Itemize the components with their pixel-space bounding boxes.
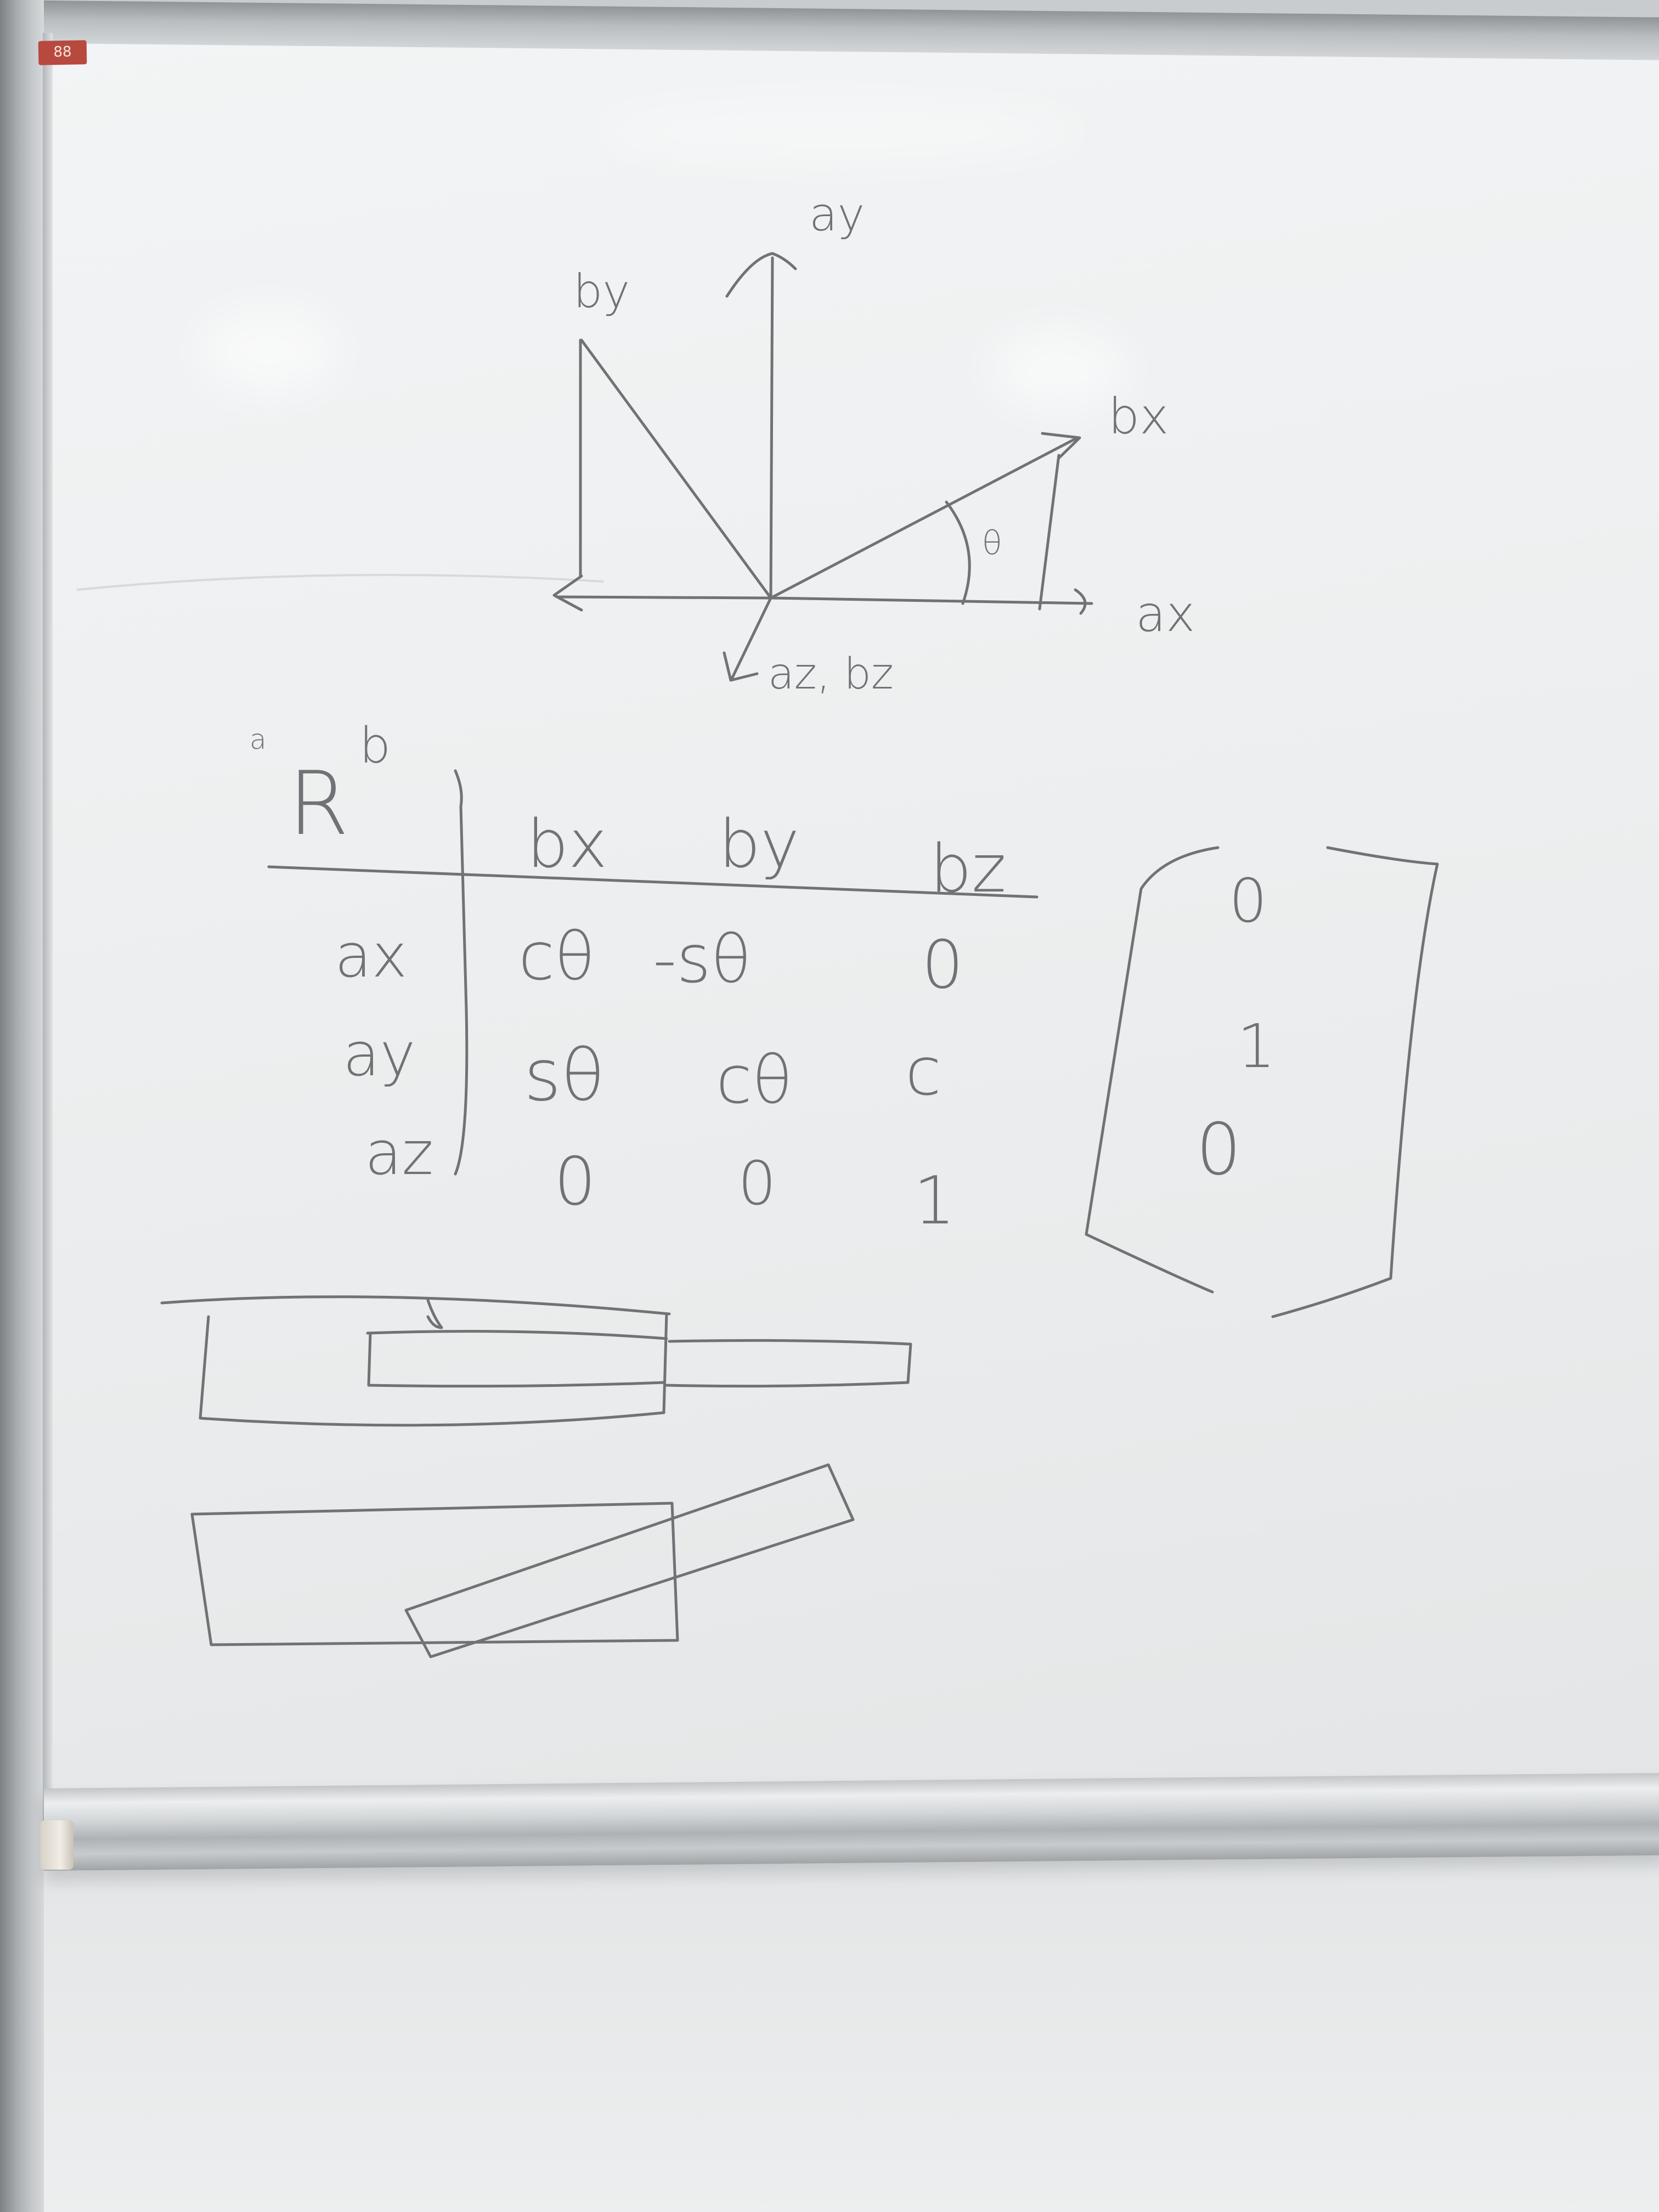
- matrix-superscript-b: b: [359, 717, 391, 775]
- matrix-cell: 0: [554, 1144, 596, 1220]
- vector-value: 1: [1237, 1011, 1276, 1081]
- theta-label: θ: [982, 524, 1002, 562]
- wall: [44, 1876, 1659, 2212]
- light-glare: [198, 307, 340, 395]
- by-axis: [580, 338, 772, 600]
- marker-tray-endcap: [41, 1820, 74, 1870]
- matrix-cell: c: [905, 1034, 941, 1110]
- left-arrowhead: [552, 574, 583, 612]
- matrix-cell: 0: [738, 1148, 776, 1218]
- rotated-arm-sketch: [190, 1463, 855, 1658]
- matrix-cell: 0: [922, 927, 963, 1003]
- extension-rectangle: [665, 1339, 912, 1388]
- base-rectangle: [190, 1502, 679, 1646]
- theta-arc: [945, 500, 971, 605]
- matrix-cell: cθ: [518, 919, 595, 995]
- column-header-bz: bz: [930, 831, 1006, 907]
- vector-value: 0: [1229, 866, 1267, 936]
- inner-rectangle-top: [366, 1330, 668, 1340]
- matrix-cell: sθ: [524, 1034, 605, 1117]
- matrix-cell: -sθ: [653, 922, 751, 998]
- rotation-matrix-table: a R b bx by bz ax ay az cθ -sθ 0 sθ cθ c…: [250, 717, 1039, 1239]
- by-ground-line: [555, 595, 772, 600]
- small-arrow-mark: [426, 1299, 443, 1329]
- ax-arrowhead: [1074, 588, 1087, 615]
- bx-arrowhead: [1041, 432, 1081, 460]
- bx-projection-line: [1038, 454, 1060, 611]
- ay-axis: [769, 256, 774, 600]
- az-bz-label: az, bz: [768, 650, 894, 699]
- right-bracket: [1271, 846, 1439, 1318]
- ay-label: ay: [809, 188, 865, 241]
- coordinate-frame-diagram: ay by bx ax az, bz θ: [552, 188, 1195, 699]
- light-glare: [592, 99, 1086, 165]
- marker-tray: [44, 1773, 1659, 1871]
- column-header-by: by: [719, 806, 799, 883]
- extended-arm-sketch: [160, 1295, 912, 1427]
- left-bracket: [1085, 846, 1220, 1294]
- column-vector: 0 1 0: [1085, 846, 1439, 1318]
- rotated-rectangle: [404, 1463, 855, 1658]
- whiteboard-frame-edge: [43, 33, 53, 1854]
- light-glare: [988, 329, 1130, 411]
- row-header-ay: ay: [343, 1019, 416, 1090]
- ax-label: ax: [1136, 585, 1195, 643]
- matrix-cell: 1: [913, 1163, 955, 1239]
- bx-axis: [769, 437, 1077, 600]
- az-axis: [731, 596, 772, 679]
- bx-label: bx: [1108, 388, 1169, 445]
- matrix-superscript-a: a: [250, 724, 267, 755]
- whiteboard-left-frame: [0, 0, 44, 2212]
- row-header-ax: ax: [335, 921, 408, 991]
- row-header-az: az: [365, 1118, 433, 1188]
- erased-line: [76, 574, 604, 591]
- matrix-cell: cθ: [716, 1042, 792, 1119]
- column-header-bx: bx: [527, 806, 607, 883]
- by-label: by: [573, 264, 630, 318]
- az-arrowhead: [723, 651, 759, 682]
- matrix-horizontal-divider: [267, 865, 1039, 899]
- ax-axis: [769, 596, 1093, 605]
- outer-rectangle: [199, 1312, 668, 1427]
- vector-value: 0: [1196, 1108, 1242, 1191]
- sketch-top-line: [160, 1295, 671, 1316]
- matrix-symbol-r: R: [288, 752, 349, 855]
- inner-rectangle-bottom: [367, 1331, 665, 1388]
- matrix-vertical-divider: [454, 769, 469, 1176]
- ay-arrowhead: [725, 252, 797, 298]
